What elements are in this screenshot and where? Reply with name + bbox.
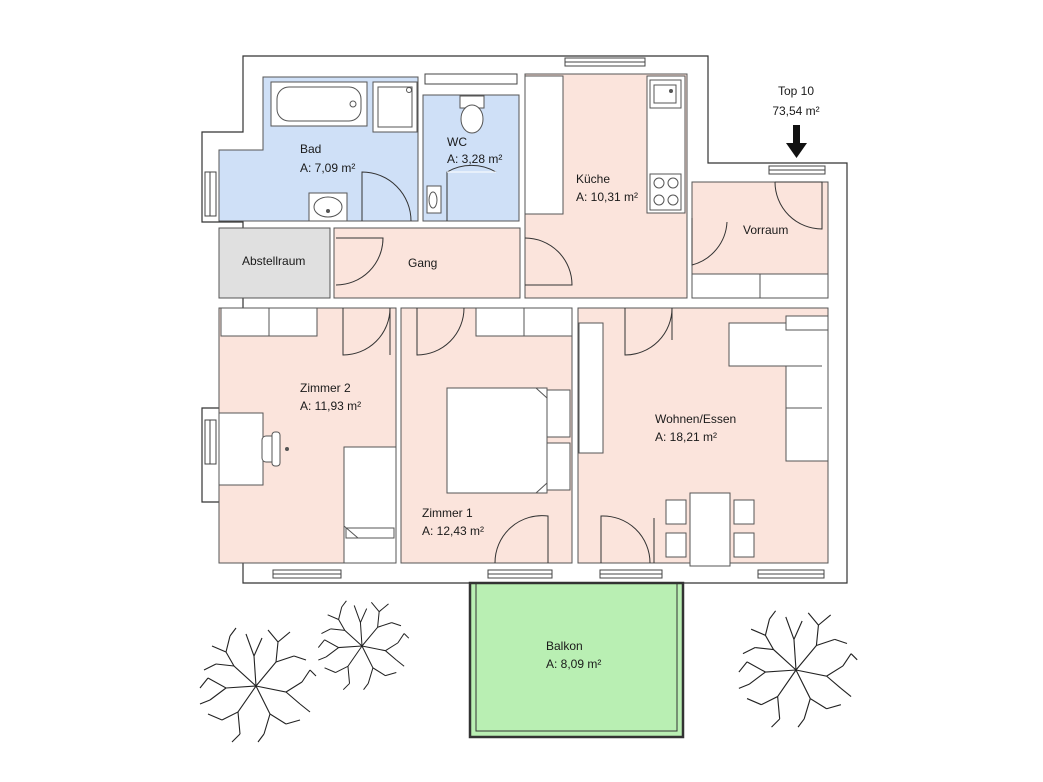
windows	[204, 57, 826, 579]
balkon-rail	[475, 582, 678, 732]
room-abstellraum	[218, 227, 331, 299]
room-area-bad: A: 7,09 m²	[300, 161, 355, 175]
shower-tray	[372, 81, 418, 133]
room-area-balkon: A: 8,09 m²	[546, 657, 601, 671]
room-label-gang: Gang	[408, 256, 437, 270]
tree-icon	[738, 610, 858, 728]
dining-table-icon	[665, 492, 755, 567]
room-label-bad: Bad	[300, 142, 321, 156]
unit-area: 73,54 m²	[772, 104, 819, 118]
room-label-wc: WC	[447, 135, 467, 149]
wardrobes	[220, 273, 829, 454]
sofa-icon	[728, 315, 829, 462]
toilet-icon	[459, 95, 485, 134]
room-label-balkon: Balkon	[546, 639, 583, 653]
room-gang	[333, 227, 521, 299]
room-label-abstellraum: Abstellraum	[242, 254, 305, 268]
kitchen-cabinet	[524, 75, 564, 215]
stove-icon	[649, 173, 682, 211]
balkon	[468, 581, 685, 739]
room-area-zimmer2: A: 11,93 m²	[300, 399, 361, 413]
room-label-vorraum: Vorraum	[743, 223, 788, 237]
bed-icon	[446, 387, 571, 494]
desk-chair-icon	[261, 431, 289, 467]
tree-icon	[317, 600, 410, 691]
tree-icon	[199, 627, 317, 743]
room-area-wc: A: 3,28 m²	[447, 152, 502, 166]
single-bed	[343, 446, 397, 564]
room-area-wohnen: A: 18,21 m²	[655, 430, 717, 444]
room-label-zimmer1: Zimmer 1	[422, 506, 473, 520]
bathtub-icon	[270, 81, 368, 127]
room-label-zimmer2: Zimmer 2	[300, 381, 351, 395]
sink-icon	[308, 192, 348, 222]
room-label-wohnen: Wohnen/Essen	[655, 412, 736, 426]
room-label-kueche: Küche	[576, 172, 610, 186]
wc-sink	[426, 185, 442, 214]
room-area-zimmer1: A: 12,43 m²	[422, 524, 484, 538]
unit-name: Top 10	[778, 84, 814, 98]
entrance-arrow-icon	[786, 125, 807, 158]
desk	[218, 412, 264, 486]
doors	[335, 165, 823, 564]
room-area-kueche: A: 10,31 m²	[576, 190, 638, 204]
room-bad	[218, 76, 419, 222]
